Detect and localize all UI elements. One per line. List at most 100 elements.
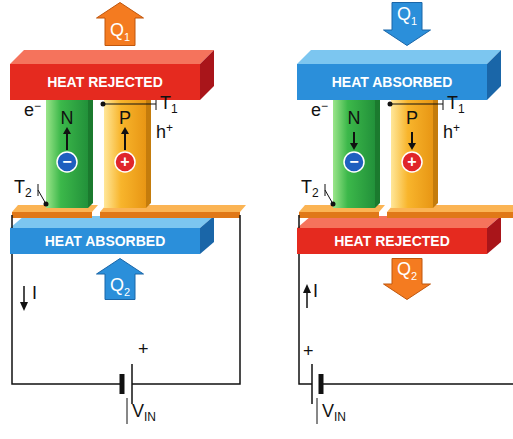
carrier-label: + — [453, 121, 460, 135]
arrow-outline — [384, 259, 431, 300]
heat-symbol: Q2 — [397, 260, 417, 281]
current-arrow — [23, 286, 25, 304]
arrow-label: Q2 — [96, 274, 144, 300]
heat-index: 2 — [411, 270, 417, 282]
temperature-label: T1 — [160, 94, 178, 115]
carrier-arrow — [124, 133, 126, 150]
charge-sign: + — [402, 152, 422, 172]
leg-side-face — [375, 95, 380, 208]
voltage-label: VIN — [322, 402, 346, 423]
battery-plate-long — [311, 364, 313, 404]
charge-sign: − — [57, 152, 77, 172]
electron-symbol — [344, 152, 364, 172]
plate-side-face — [200, 216, 214, 254]
charge-sign: + — [120, 154, 129, 170]
polarity-label: + — [303, 342, 314, 360]
polarity-label: + — [138, 340, 149, 358]
carrier-arrow — [353, 132, 355, 144]
heat-symbol: Q1 — [110, 21, 130, 42]
leg-side-face — [433, 95, 438, 208]
heat-symbol: Q — [110, 20, 124, 40]
n-leg-body — [333, 100, 375, 208]
current-label: I — [313, 282, 318, 300]
p-leg-body — [104, 100, 146, 208]
temperature-label: T2 — [301, 178, 319, 199]
plate-label: HEAT REJECTED — [47, 75, 163, 89]
current-label: I — [313, 281, 318, 301]
charge-sign: − — [62, 154, 71, 170]
plate-side-face — [487, 216, 501, 254]
heat-symbol: Q1 — [397, 5, 417, 26]
temperature-label: 1 — [171, 102, 178, 116]
hot-plate: HEAT REJECTED — [10, 64, 200, 100]
plate-label: HEAT ABSORBED — [332, 75, 453, 89]
carrier-label: e− — [311, 100, 328, 119]
leg-type-label: N — [61, 108, 74, 128]
right-module — [297, 50, 513, 424]
current-arrow — [306, 291, 308, 308]
hole-symbol — [115, 152, 135, 172]
copper-strip — [100, 212, 240, 218]
cold-plate: HEAT ABSORBED — [297, 64, 487, 100]
p-leg-body — [391, 100, 433, 208]
charge-sign: − — [349, 154, 358, 170]
junction-dot — [44, 202, 49, 207]
heat-flow-arrow: Q1 — [96, 2, 144, 46]
leg-type-label: P — [406, 108, 418, 128]
left-module — [10, 50, 246, 424]
leader-line — [390, 104, 443, 105]
carrier-label: h+ — [443, 122, 460, 141]
voltage-label: V — [132, 401, 144, 421]
temperature-label: T — [14, 177, 25, 197]
carrier-label: − — [34, 99, 41, 113]
heat-symbol: Q — [397, 259, 411, 279]
junction-dot — [331, 202, 336, 207]
heat-symbol: Q — [397, 4, 411, 24]
temperature-label: T — [160, 93, 171, 113]
voltage-label: IN — [334, 410, 346, 424]
hot-plate: HEAT REJECTED — [297, 228, 487, 254]
charge-sign: + — [407, 154, 416, 170]
carrier-label: h+ — [156, 122, 173, 141]
carrier-label: e — [24, 100, 34, 120]
plate-side-face — [487, 50, 501, 100]
heat-index: 1 — [124, 31, 130, 43]
voltage-label: V — [322, 401, 334, 421]
carrier-label: h — [156, 122, 166, 142]
arrow-label: Q2 — [383, 258, 431, 284]
charge-sign: + — [115, 152, 135, 172]
heat-symbol: Q2 — [110, 276, 130, 297]
leader-line — [127, 398, 128, 424]
carrier-arrowhead — [63, 127, 71, 134]
plate-label: HEAT REJECTED — [334, 234, 450, 248]
plate-label: HEAT ABSORBED — [45, 234, 166, 248]
current-label: I — [32, 284, 37, 302]
leader-line — [103, 104, 156, 105]
temperature-label: 2 — [312, 186, 319, 200]
leg-side-face — [88, 95, 93, 208]
heat-symbol: Q — [110, 275, 124, 295]
heat-flow-arrow: Q2 — [383, 258, 431, 300]
heat-index: 1 — [411, 15, 417, 27]
polarity-label: + — [303, 341, 314, 361]
copper-strip — [12, 212, 92, 218]
battery-plate-long — [131, 364, 133, 404]
temperature-label: 2 — [25, 186, 32, 200]
plate-top-face — [10, 50, 214, 64]
current-arrowhead — [303, 284, 311, 293]
voltage-label: IN — [144, 410, 156, 424]
polarity-label: + — [138, 339, 149, 359]
leader-line — [317, 398, 318, 424]
battery-plate-short — [319, 374, 324, 394]
arrow-outline — [97, 3, 144, 46]
electron-symbol — [57, 152, 77, 172]
carrier-label: − — [321, 99, 328, 113]
current-label: I — [32, 283, 37, 303]
carrier-label: + — [166, 121, 173, 135]
temperature-label: T — [301, 177, 312, 197]
charge-sign: − — [344, 152, 364, 172]
heat-flow-arrow: Q1 — [383, 2, 431, 46]
arrow-outline — [97, 259, 144, 300]
plate-side-face — [200, 50, 214, 100]
